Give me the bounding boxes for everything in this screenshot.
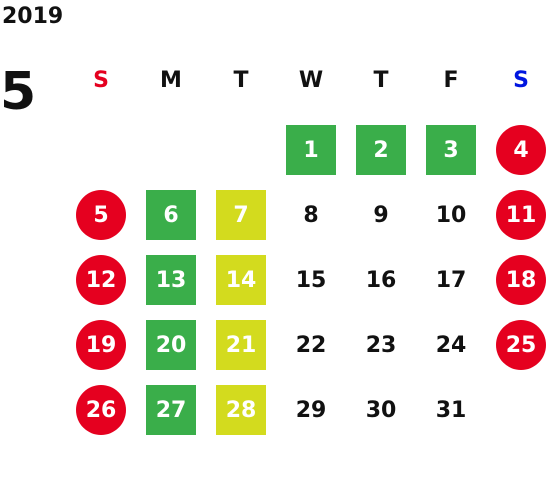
calendar-day-31[interactable]: 31 xyxy=(435,397,467,423)
calendar-day-20[interactable]: 20 xyxy=(146,320,196,370)
calendar-day-29[interactable]: 29 xyxy=(295,397,327,423)
weekday-sunday: S xyxy=(93,68,109,93)
weekday-thursday: T xyxy=(373,68,389,93)
calendar-day-30[interactable]: 30 xyxy=(365,397,397,423)
calendar-day-6[interactable]: 6 xyxy=(146,190,196,240)
weekday-wednesday: W xyxy=(298,68,324,93)
calendar-day-3[interactable]: 3 xyxy=(426,125,476,175)
calendar-day-14[interactable]: 14 xyxy=(216,255,266,305)
weekday-tuesday: T xyxy=(233,68,249,93)
calendar-day-5[interactable]: 5 xyxy=(76,190,126,240)
calendar-day-8[interactable]: 8 xyxy=(303,202,319,228)
month-number: 5 xyxy=(0,62,37,122)
calendar-day-17[interactable]: 17 xyxy=(435,267,467,293)
calendar-day-13[interactable]: 13 xyxy=(146,255,196,305)
calendar-day-7[interactable]: 7 xyxy=(216,190,266,240)
calendar-day-16[interactable]: 16 xyxy=(365,267,397,293)
calendar-day-21[interactable]: 21 xyxy=(216,320,266,370)
calendar-day-25[interactable]: 25 xyxy=(496,320,546,370)
calendar-day-24[interactable]: 24 xyxy=(435,332,467,358)
calendar-day-22[interactable]: 22 xyxy=(295,332,327,358)
calendar-day-18[interactable]: 18 xyxy=(496,255,546,305)
calendar-day-28[interactable]: 28 xyxy=(216,385,266,435)
calendar-day-11[interactable]: 11 xyxy=(496,190,546,240)
weekday-friday: F xyxy=(443,68,459,93)
calendar-day-27[interactable]: 27 xyxy=(146,385,196,435)
year-label: 2019 xyxy=(2,4,64,29)
calendar-day-2[interactable]: 2 xyxy=(356,125,406,175)
calendar-day-19[interactable]: 19 xyxy=(76,320,126,370)
calendar-day-23[interactable]: 23 xyxy=(365,332,397,358)
weekday-saturday: S xyxy=(513,68,529,93)
calendar-day-10[interactable]: 10 xyxy=(435,202,467,228)
calendar-day-1[interactable]: 1 xyxy=(286,125,336,175)
calendar-day-15[interactable]: 15 xyxy=(295,267,327,293)
calendar-day-26[interactable]: 26 xyxy=(76,385,126,435)
calendar-day-12[interactable]: 12 xyxy=(76,255,126,305)
weekday-monday: M xyxy=(160,68,182,93)
calendar-day-4[interactable]: 4 xyxy=(496,125,546,175)
calendar-day-9[interactable]: 9 xyxy=(373,202,389,228)
